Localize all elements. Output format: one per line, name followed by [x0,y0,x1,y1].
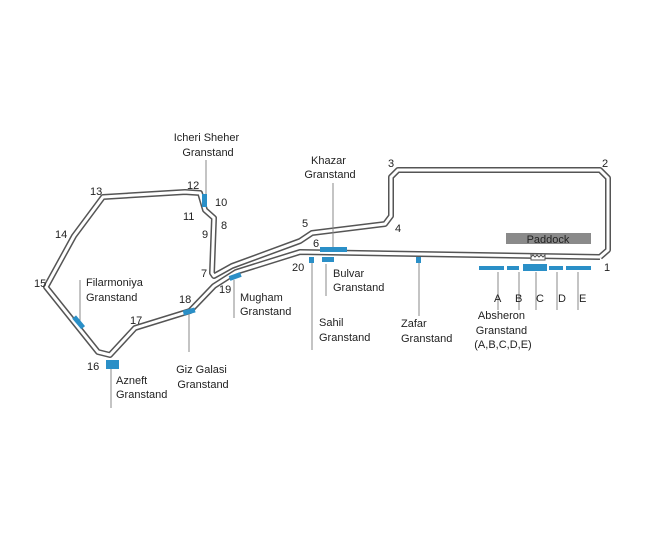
absheron-c-marker [523,264,547,271]
corner-6: 6 [313,238,319,250]
grandstand-markers [72,194,591,369]
corner-2: 2 [602,158,608,170]
paddock-label: Paddock [527,234,570,246]
khazar-grandstand-marker [320,247,347,252]
corner-18: 18 [179,294,191,306]
zafar-label: Zafar Granstand [401,318,452,345]
giz-galasi-grandstand-marker [182,307,196,316]
mugham-grandstand-marker [228,272,242,281]
absheron-d-marker [549,266,563,270]
khazar-label: Khazar Granstand [304,155,355,181]
corner-19: 19 [219,284,231,296]
bulvar-grandstand-marker [322,257,334,262]
corner-14: 14 [55,229,67,241]
leader-lines [79,160,579,408]
zafar-grandstand-marker [416,257,421,263]
corner-7: 7 [201,268,207,280]
absheron-section-a: A [494,293,502,305]
corner-17: 17 [130,315,142,327]
corner-16: 16 [87,361,99,373]
azneft-grandstand-marker [106,360,119,369]
giz-galasi-label: Giz Galasi Granstand [176,364,230,391]
corner-4: 4 [395,223,401,235]
icheri-sheher-grandstand-marker [202,194,207,207]
corner-8: 8 [221,220,227,232]
sahil-label: Sahil Granstand [319,317,370,344]
absheron-b-marker [507,266,519,270]
corner-numbers: 1 2 3 4 5 6 7 8 9 10 11 12 13 14 15 16 1… [34,158,610,373]
absheron-label: Absheron Granstand (A,B,C,D,E) [474,310,531,351]
bulvar-label: Bulvar Granstand [333,268,384,294]
track-inner [44,168,610,357]
absheron-section-e: E [579,293,586,305]
absheron-e-marker [566,266,591,270]
corner-11: 11 [183,211,194,223]
paddock-area [506,233,591,244]
absheron-section-d: D [558,293,566,305]
absheron-a-marker [479,266,504,270]
corner-20: 20 [292,262,304,274]
icheri-sheher-label: Icheri Sheher Granstand [174,132,243,159]
absheron-section-c: C [536,293,544,305]
mugham-label: Mugham Granstand [240,292,291,318]
corner-1: 1 [604,262,610,274]
corner-12: 12 [187,180,199,192]
corner-13: 13 [90,186,102,198]
filarmoniya-grandstand-marker [72,315,86,330]
azneft-label: Azneft Granstand [116,375,167,401]
absheron-section-b: B [515,293,522,305]
corner-15: 15 [34,278,46,290]
corner-5: 5 [302,218,308,230]
grandstand-labels: Icheri Sheher Granstand Khazar Granstand… [86,132,586,401]
sahil-grandstand-marker [309,257,314,263]
start-finish-checker [530,254,546,258]
filarmoniya-label: Filarmoniya Granstand [86,277,146,304]
track [43,167,611,358]
corner-10: 10 [215,197,227,209]
corner-3: 3 [388,158,394,170]
corner-9: 9 [202,229,208,241]
